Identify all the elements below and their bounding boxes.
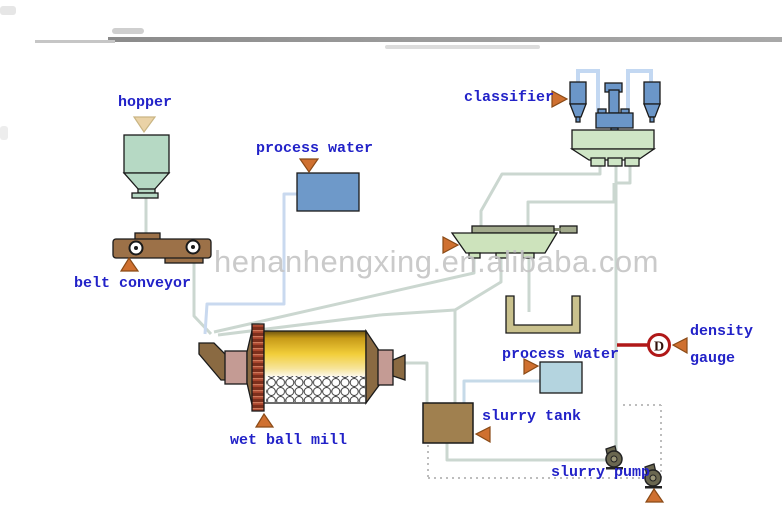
density-label-line2: gauge: [690, 350, 736, 367]
density-gauge: D: [617, 333, 671, 357]
feed-tank: [450, 225, 578, 259]
cyclone-left-cone: [569, 103, 587, 118]
density-label-line1: density: [690, 323, 754, 340]
distributor-box: [595, 112, 634, 129]
distributor-pipe: [608, 89, 620, 114]
pipe-classifier-to-feedtank-1: [479, 166, 602, 226]
piping: [144, 166, 662, 479]
slurry-pump-2: [644, 463, 662, 489]
pipe-conveyor-to-mill: [192, 257, 213, 336]
mill-discharge: [392, 354, 406, 381]
mill-bearing-right: [377, 349, 394, 386]
process-water-tank-top: [296, 172, 360, 212]
feed-tank-foot-left: [468, 252, 481, 259]
feed-tank-arm: [559, 225, 578, 234]
classifier-nozzle-mid: [607, 157, 623, 167]
hopper-label: hopper: [118, 94, 173, 111]
top-smudge: [385, 45, 540, 49]
hopper: [122, 134, 171, 199]
pipe-feedtank-mid-to-slurrytank: [453, 257, 503, 403]
watermark: henanhengxing.en.alibaba.com: [214, 244, 659, 279]
launder: [505, 295, 581, 334]
scan-artifacts: [0, 6, 782, 140]
pipe-feedtank-left-to-mill: [213, 257, 476, 334]
belt-conveyor-arrow-icon: [119, 256, 140, 272]
belt-conveyor: [112, 232, 212, 264]
wet-ball-mill-arrow-icon: [254, 412, 275, 428]
wet-ball-mill-label: wet ball mill: [230, 432, 348, 449]
corner-smudge: [0, 6, 16, 15]
mill-gear-ring: [251, 323, 265, 412]
classifier-pipe-right: [626, 69, 653, 112]
classifier-nozzle-right: [624, 157, 640, 167]
classifier: [569, 69, 661, 167]
classifier-tank-body: [571, 129, 655, 150]
slurry-pump-1: [605, 445, 623, 470]
hopper-body: [123, 134, 170, 174]
process-water-bottom-label: process water: [502, 346, 620, 363]
feed-tank-foot-mid: [495, 252, 508, 259]
density-gauge-arrow-icon: [671, 337, 688, 355]
mill-bearing-left: [224, 350, 248, 385]
density-gauge-symbol: D: [654, 340, 664, 355]
cyclone-right-body: [643, 81, 661, 105]
pipe-processwater-top-to-mill: [203, 192, 297, 335]
classifier-pipe-left: [576, 69, 600, 112]
cyclone-right-cone: [643, 103, 661, 118]
conveyor-wheel-left-hub: [134, 246, 138, 250]
feed-tank-arm-link: [553, 228, 561, 231]
feed-tank-foot-right: [522, 252, 535, 259]
feed-tank-arrow-icon: [442, 236, 460, 254]
slurry-pump-arrow-icon: [644, 487, 665, 503]
hopper-arrow-icon: [132, 116, 157, 134]
pipe-classifier-to-feedtank-2: [526, 183, 616, 226]
pipe-slurrytank-to-pump: [445, 443, 609, 462]
pipe-tee-to-mill: [217, 308, 456, 337]
slurry-pump-label: slurry pump: [551, 464, 651, 481]
pipe-classifier-right-nozzle: [616, 166, 632, 185]
classifier-arrow-icon: [551, 90, 569, 108]
top-gray-bar: [108, 37, 782, 42]
conveyor-wheel-right-hub: [191, 245, 195, 249]
cyclone-left-body: [569, 81, 587, 105]
pipe-processwater-bottom-to-slurrytank: [462, 379, 540, 403]
slurry-tank: [422, 402, 474, 444]
top-gray-bar-left: [35, 40, 115, 43]
hopper-flange: [131, 192, 159, 199]
classifier-nozzle-left: [590, 157, 606, 167]
pipe-mill-discharge-to-slurrytank: [405, 361, 429, 403]
cyclone-right-spigot: [649, 116, 655, 123]
edge-smudge: [0, 126, 8, 140]
process-water-tank-bottom: [539, 361, 583, 394]
small-smudge: [112, 28, 144, 34]
cyclone-left-spigot: [575, 116, 581, 123]
grinding-balls: [266, 376, 365, 402]
classifier-label: classifier: [464, 89, 555, 106]
slurry-tank-arrow-icon: [474, 426, 491, 444]
process-water-top-label: process water: [256, 140, 374, 157]
wet-ball-mill: [198, 323, 406, 412]
process-water-bottom-arrow-icon: [523, 358, 540, 376]
slurry-tank-label: slurry tank: [482, 408, 582, 425]
density-gauge-circle: [647, 333, 671, 357]
process-water-top-arrow-icon: [298, 158, 320, 174]
pointer-arrows: [119, 90, 688, 503]
hopper-funnel: [122, 172, 171, 191]
feed-tank-body: [450, 232, 559, 254]
belt-conveyor-label: belt conveyor: [74, 275, 192, 292]
feed-tank-top-plate: [471, 225, 555, 234]
